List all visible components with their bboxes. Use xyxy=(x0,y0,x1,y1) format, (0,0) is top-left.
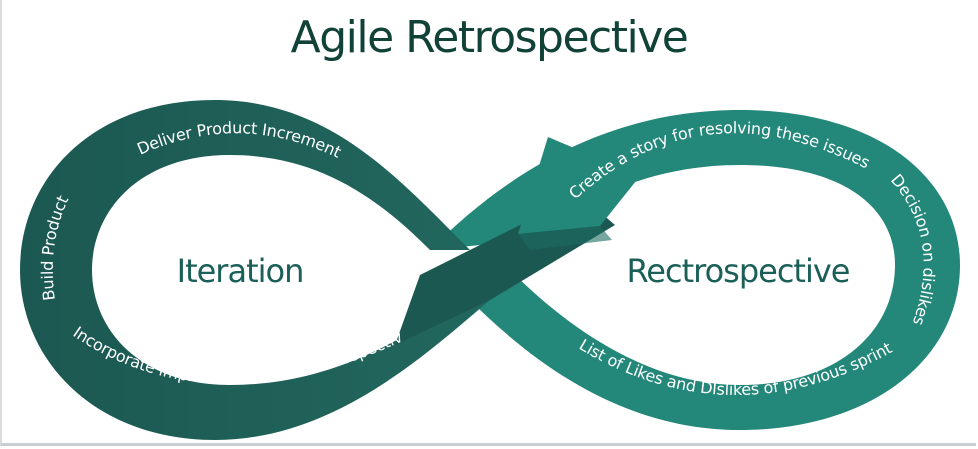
arrowhead-shadow xyxy=(518,226,612,250)
iteration-label: Iteration xyxy=(177,252,304,290)
arrowhead-left-down-icon xyxy=(518,137,640,234)
retrospective-label: Rectrospective xyxy=(627,252,850,290)
iteration-loop-band xyxy=(20,100,520,440)
page-title: Agile Retrospective xyxy=(290,12,689,63)
